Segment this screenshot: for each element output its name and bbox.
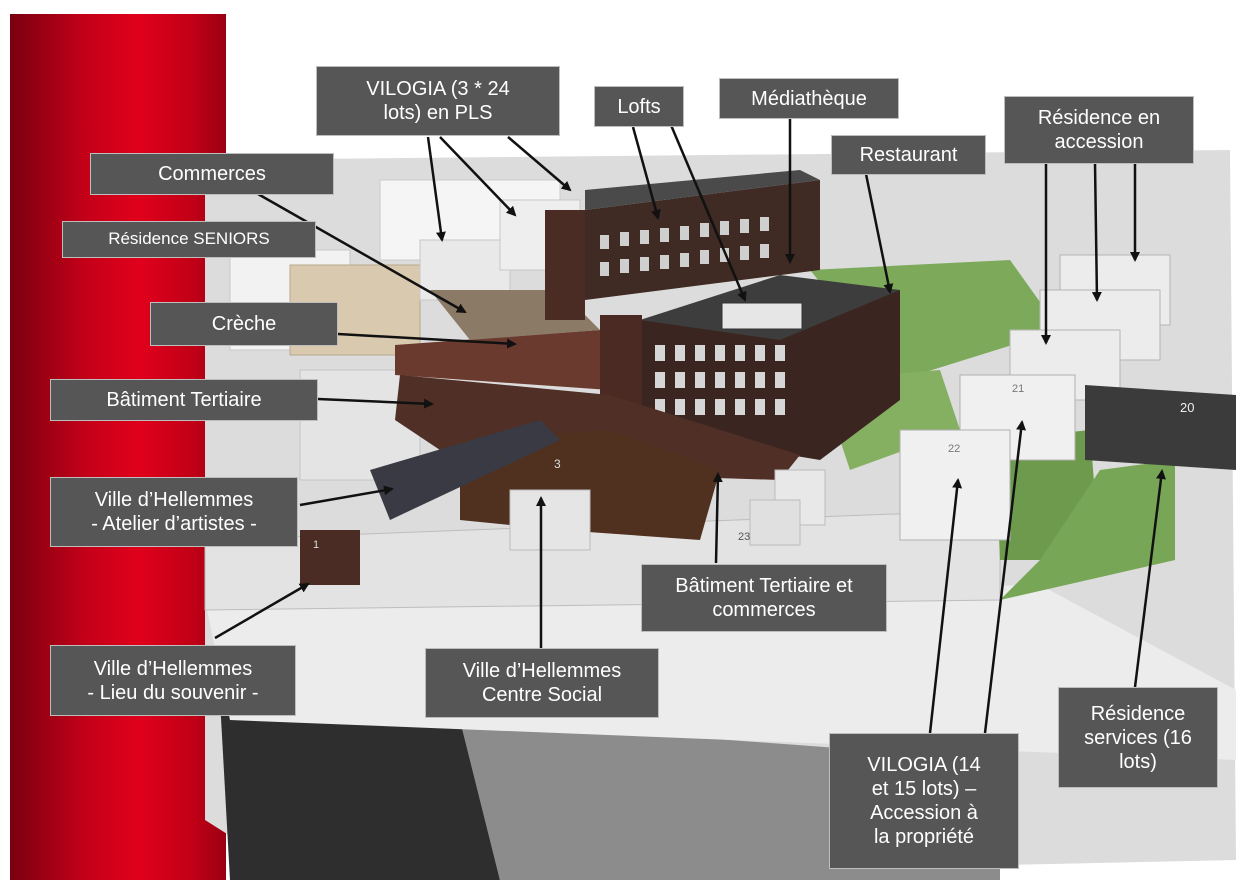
lieu-souvenir-building xyxy=(300,530,360,585)
building-number-20: 20 xyxy=(1180,400,1194,415)
label-vilogia-pls: VILOGIA (3 * 24 lots) en PLS xyxy=(316,66,560,136)
building-number-22: 22 xyxy=(948,443,960,455)
label-batiment-tertiaire: Bâtiment Tertiaire xyxy=(50,379,318,421)
central-courtyard xyxy=(721,302,803,330)
centre-social-courtyard xyxy=(509,489,591,551)
residence-services-building xyxy=(1085,385,1236,470)
label-residence-services: Résidence services (16 lots) xyxy=(1058,687,1218,788)
building-number-23: 23 xyxy=(738,531,750,543)
model-base-edge xyxy=(220,700,500,880)
label-lofts: Lofts xyxy=(594,86,684,127)
label-atelier-artistes: Ville d’Hellemmes - Atelier d’artistes - xyxy=(50,477,298,547)
green-area-southeast xyxy=(1000,460,1175,600)
building-number-21: 21 xyxy=(1012,383,1024,395)
label-lieu-souvenir: Ville d’Hellemmes - Lieu du souvenir - xyxy=(50,645,296,716)
chimney-tower-left xyxy=(545,210,585,320)
residence-accession-blocks xyxy=(1009,254,1171,401)
building-number-3: 3 xyxy=(554,457,561,471)
label-mediatheque: Médiathèque xyxy=(719,78,899,119)
label-centre-social: Ville d’Hellemmes Centre Social xyxy=(425,648,659,718)
label-tertiaire-commerces: Bâtiment Tertiaire et commerces xyxy=(641,564,887,632)
central-building-facade xyxy=(640,290,900,460)
label-residence-seniors: Résidence SENIORS xyxy=(62,221,316,258)
small-block-23b xyxy=(749,499,801,546)
atelier-artistes-building xyxy=(370,420,560,520)
label-restaurant: Restaurant xyxy=(831,135,986,175)
label-vilogia-accession: VILOGIA (14 et 15 lots) – Accession à la… xyxy=(829,733,1019,869)
building-number-1: 1 xyxy=(313,539,319,551)
label-residence-accession: Résidence en accession xyxy=(1004,96,1194,164)
label-creche: Crèche xyxy=(150,302,338,346)
central-windows xyxy=(655,345,785,415)
label-commerces: Commerces xyxy=(90,153,334,195)
